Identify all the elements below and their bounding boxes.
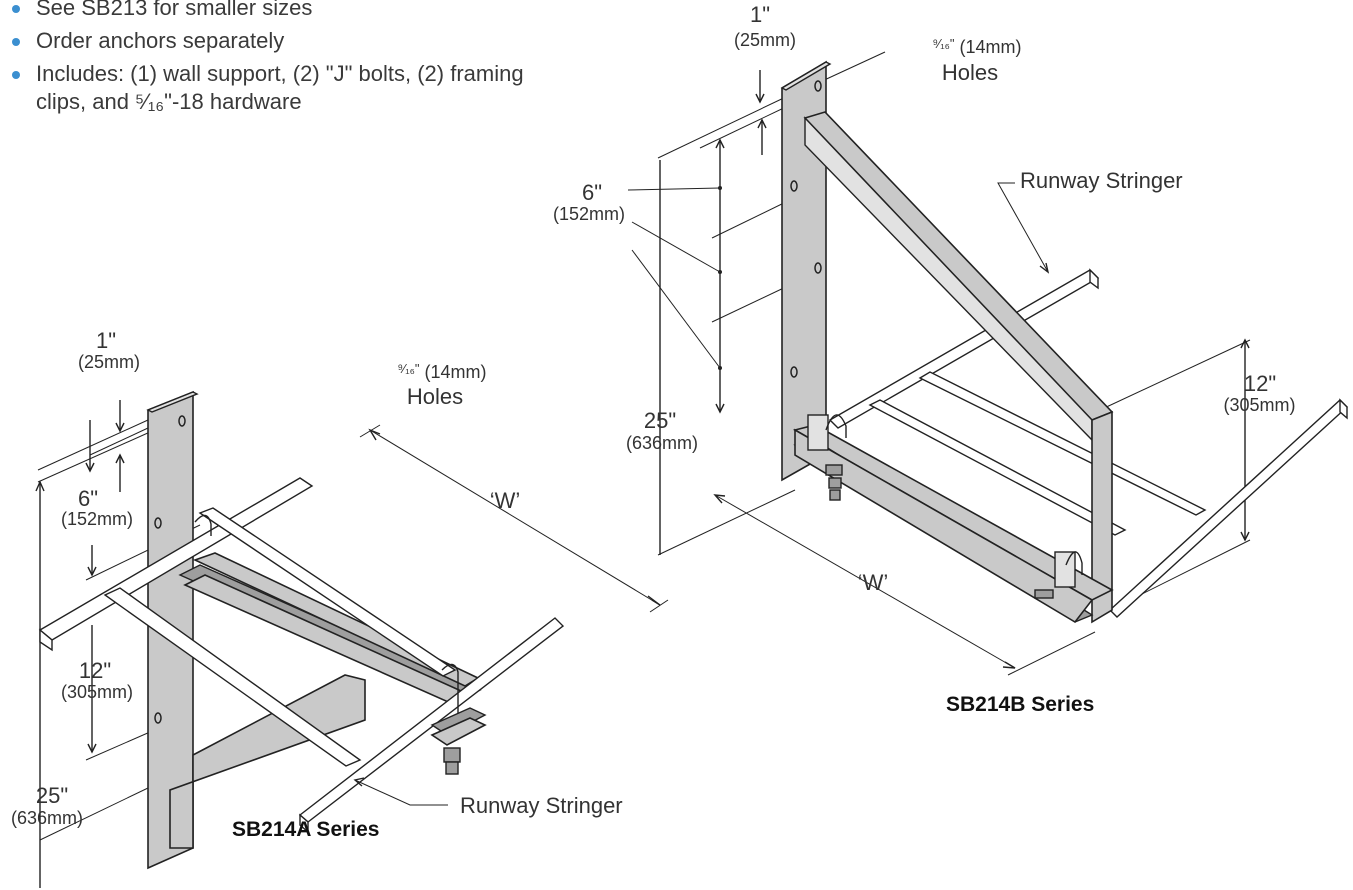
dim-1in-mm-right: (25mm) xyxy=(734,30,796,50)
sb214b-assembly xyxy=(627,51,1349,676)
bullet-icon xyxy=(12,38,20,46)
width-label-right: ‘W’ xyxy=(857,570,889,595)
dim-1in-right: 1" xyxy=(749,2,771,27)
dim-12in-mm-right: (305mm) xyxy=(1223,395,1296,415)
dim-25in-mm-left: (636mm) xyxy=(10,808,83,828)
sb214a-assembly xyxy=(35,390,669,888)
holes-size-right: ⁹⁄₁₆" (14mm) xyxy=(932,36,1022,57)
feature-item: Order anchors separately xyxy=(8,27,524,55)
dim-6in-right: 6" xyxy=(581,180,603,205)
dim-12in-left: 12" xyxy=(78,658,112,683)
holes-size-left: ⁹⁄₁₆" (14mm) xyxy=(397,361,487,382)
dim-1in-left: 1" xyxy=(95,328,117,353)
runway-stringer-label-left: Runway Stringer xyxy=(460,793,623,818)
dim-6in-mm-left: (152mm) xyxy=(60,509,133,529)
dim-25in-right: 25" xyxy=(643,408,677,433)
caption-sb214a: SB214A Series xyxy=(232,818,380,841)
holes-label-left: Holes xyxy=(406,384,464,409)
dim-12in-mm-left: (305mm) xyxy=(60,682,133,702)
holes-label-right: Holes xyxy=(941,60,999,85)
caption-sb214b: SB214B Series xyxy=(946,693,1095,716)
runway-stringer-label-right: Runway Stringer xyxy=(1020,168,1183,193)
dim-1in-mm-left: (25mm) xyxy=(78,352,140,372)
dim-25in-mm-right: (636mm) xyxy=(625,433,698,453)
bullet-icon xyxy=(12,5,20,13)
dim-6in-mm-right: (152mm) xyxy=(552,204,625,224)
bullet-icon xyxy=(12,71,20,79)
dim-25in-left: 25" xyxy=(35,783,69,808)
feature-item: Includes: (1) wall support, (2) "J" bolt… xyxy=(8,60,524,116)
feature-list: See SB213 for smaller sizes Order anchor… xyxy=(8,0,524,116)
feature-item: See SB213 for smaller sizes xyxy=(8,0,524,22)
dim-12in-right: 12" xyxy=(1243,371,1277,396)
dim-6in-left: 6" xyxy=(77,486,99,511)
width-label-left: ‘W’ xyxy=(489,488,521,513)
